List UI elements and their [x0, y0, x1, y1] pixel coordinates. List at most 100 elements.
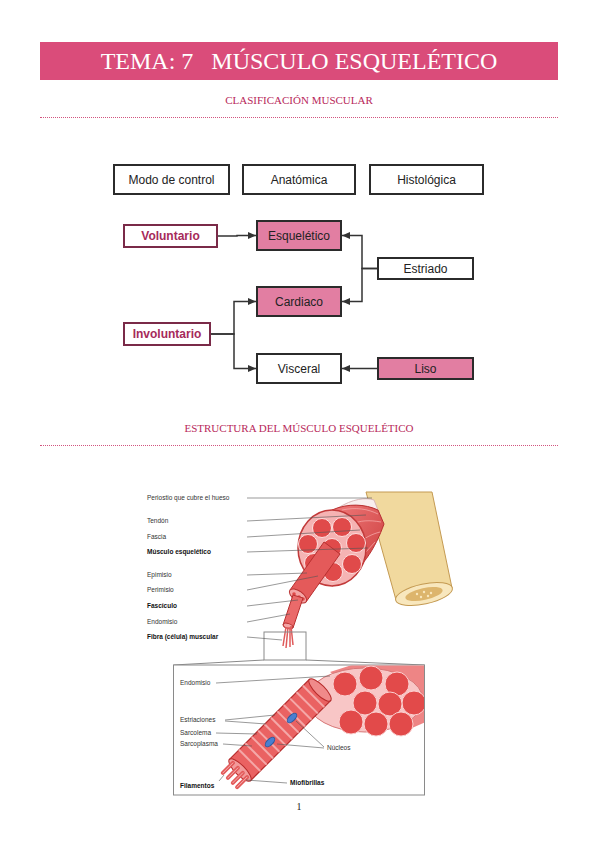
category-box: Histológica: [369, 164, 484, 195]
leader-line: [246, 780, 287, 783]
box-text: Voluntario: [141, 229, 199, 243]
magnifier: [174, 632, 425, 795]
zoom-line: [306, 660, 425, 665]
leader-line: [247, 600, 298, 606]
category-box: Modo de control: [113, 164, 230, 195]
striation: [297, 692, 318, 713]
leader-line: [277, 744, 324, 748]
section-heading: CLASIFICACIÓN MUSCULAR: [40, 93, 558, 107]
fiber: [283, 627, 286, 646]
fiber: [291, 626, 293, 645]
leader-line: [216, 676, 330, 683]
part-label: Núcleos: [327, 744, 350, 752]
connector-line: [211, 302, 256, 335]
arrow-head: [342, 298, 350, 305]
histology-box: Liso: [377, 357, 474, 380]
control-box: Voluntario: [123, 224, 218, 248]
box-text: Histológica: [397, 173, 456, 187]
leader-line: [247, 637, 282, 640]
fascicle-section: [347, 534, 366, 553]
connector-line: [342, 236, 377, 269]
myofibril: [237, 777, 247, 787]
category-box: Anatómica: [242, 164, 356, 195]
fiber-cut: [306, 676, 334, 704]
bone-pore: [427, 595, 429, 597]
bone-pore: [420, 596, 422, 598]
box-text: Visceral: [278, 362, 320, 376]
muscle-type-box: Cardiaco: [256, 286, 342, 317]
fascicle-section: [313, 519, 332, 538]
fascicle-section: [343, 555, 362, 574]
box-text: Modo de control: [128, 173, 214, 187]
leader-line: [247, 498, 372, 499]
box-text: Cardiaco: [275, 295, 323, 309]
connector-arrow: [218, 232, 256, 239]
filament: [237, 777, 247, 787]
striations: [239, 686, 324, 771]
zoom-box: [174, 665, 425, 795]
fiber-detail: [223, 666, 424, 788]
fiber: [286, 627, 288, 648]
bone-cut: [394, 578, 455, 610]
myofibril: [223, 763, 233, 773]
nucleus: [286, 712, 299, 725]
connector-arrow: [211, 298, 256, 334]
leader-line: [216, 733, 257, 734]
bone: [366, 492, 454, 610]
box-text: Esquelético: [268, 229, 330, 243]
section-heading: ESTRUCTURA DEL MÚSCULO ESQUELÉTICO: [40, 421, 558, 435]
zoom-frame: [264, 632, 306, 660]
part-label: Fascículo: [147, 602, 177, 610]
fiber-section: [402, 691, 424, 715]
leader-line: [225, 721, 266, 724]
connector-arrow: [342, 365, 377, 372]
fiber: [289, 627, 291, 647]
connector-arrow: [211, 334, 256, 372]
leader-line: [247, 576, 318, 590]
fiber-section: [339, 710, 363, 734]
part-label: Filamentos: [180, 782, 214, 790]
nucleus: [264, 736, 277, 749]
striation: [258, 731, 279, 752]
striation: [277, 711, 298, 732]
connector-line: [211, 334, 256, 369]
leader-lines: [216, 498, 372, 783]
arrow-head: [342, 232, 350, 239]
part-label: Periostio que cubre el hueso: [147, 494, 229, 502]
part-label: Fibra (célula) muscular: [147, 633, 218, 641]
bone-pore: [430, 592, 432, 594]
part-label: Fascia: [147, 533, 166, 541]
leader-line: [247, 573, 307, 575]
leader-line: [223, 744, 252, 746]
part-label: Endomisio: [147, 618, 177, 626]
box-text: Anatómica: [271, 173, 328, 187]
part-label: Estriaciones: [180, 716, 215, 724]
fiber-section: [359, 666, 383, 690]
filament: [228, 768, 238, 778]
leader-line: [247, 548, 368, 552]
bone-pore: [416, 593, 418, 595]
histology-box: Estriado: [377, 257, 474, 280]
bone-pore: [423, 591, 425, 593]
fiber-section: [389, 712, 413, 736]
fascicle-section: [333, 518, 352, 537]
leader-line: [247, 530, 360, 537]
muscle-fiber: [229, 679, 330, 780]
title-band: TEMA: 7 MÚSCULO ESQUELÉTICO: [40, 42, 558, 80]
part-label: Endomisio: [180, 679, 210, 687]
part-label: Sarcoplasma: [180, 740, 218, 748]
box-text: Involuntario: [133, 327, 202, 341]
leader-line: [225, 715, 275, 720]
part-label: Tendón: [147, 517, 168, 525]
box-text: Estriado: [403, 262, 447, 276]
part-label: Perimisio: [147, 586, 174, 594]
part-label: Músculo esquelético: [147, 548, 211, 556]
page-number: 1: [40, 801, 558, 813]
arrow-head: [248, 298, 256, 305]
box-text: Liso: [414, 362, 436, 376]
muscle-type-box: Visceral: [256, 353, 342, 384]
dotted-rule: [40, 117, 558, 118]
filament: [223, 763, 233, 773]
fiber-section: [333, 672, 357, 696]
